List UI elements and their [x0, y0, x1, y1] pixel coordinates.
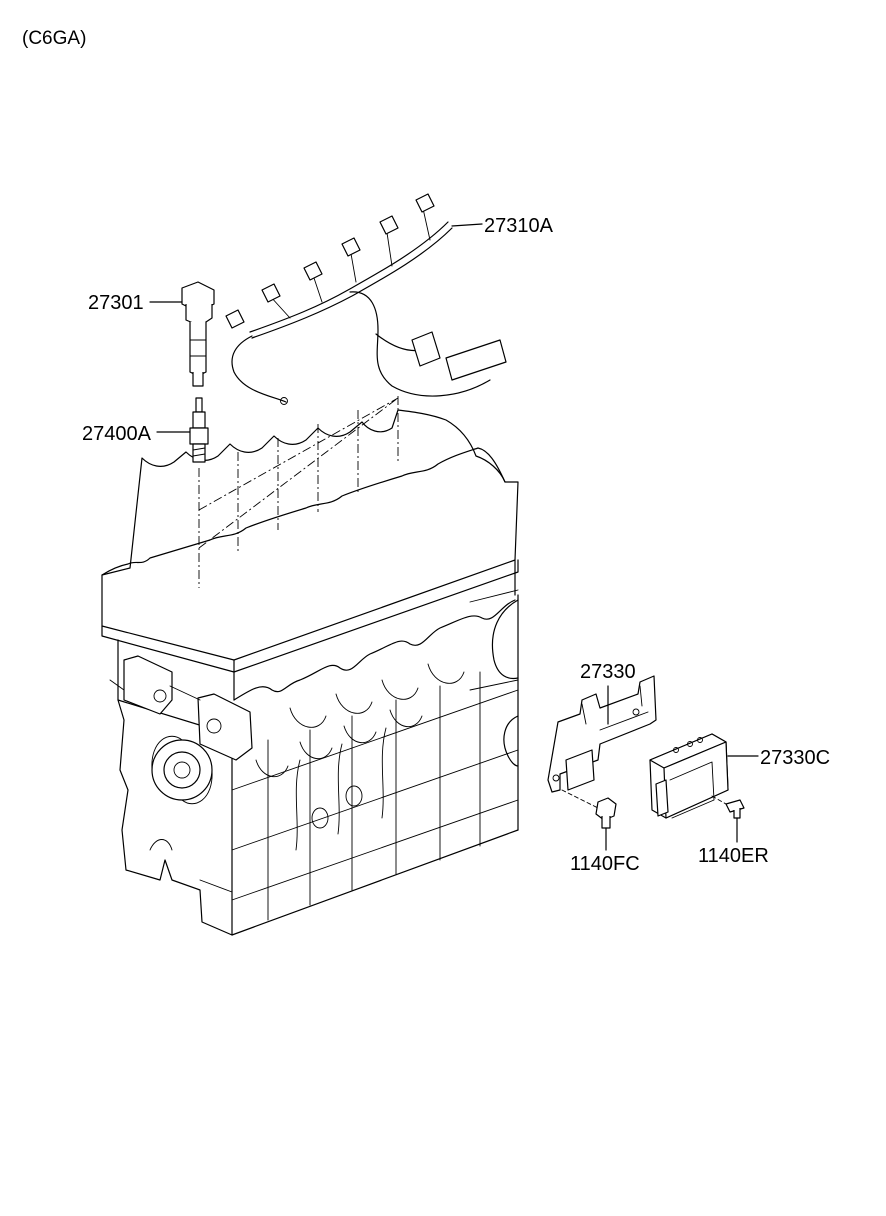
ignition-coil-drawing — [149, 281, 215, 387]
part-label-27310a[interactable]: 27310A — [484, 215, 554, 237]
spark-plug-drawing — [156, 397, 209, 463]
part-label-1140er[interactable]: 1140ER — [698, 845, 769, 867]
part-label-27400a[interactable]: 27400A — [82, 423, 152, 445]
cylinder-centerlines — [198, 396, 399, 588]
wiring-harness-drawing — [225, 193, 507, 405]
part-label-27330c[interactable]: 27330C — [760, 747, 830, 769]
part-label-27330[interactable]: 27330 — [580, 661, 636, 683]
control-module-drawing — [649, 733, 759, 819]
bracket-drawing — [547, 675, 657, 793]
engine-block-drawing — [101, 409, 519, 936]
model-code: (C6GA) — [22, 28, 86, 49]
bolt-left-drawing — [561, 789, 617, 851]
part-label-27301[interactable]: 27301 — [88, 292, 144, 314]
bolt-right-drawing — [711, 795, 745, 843]
part-label-1140fc[interactable]: 1140FC — [570, 853, 640, 875]
